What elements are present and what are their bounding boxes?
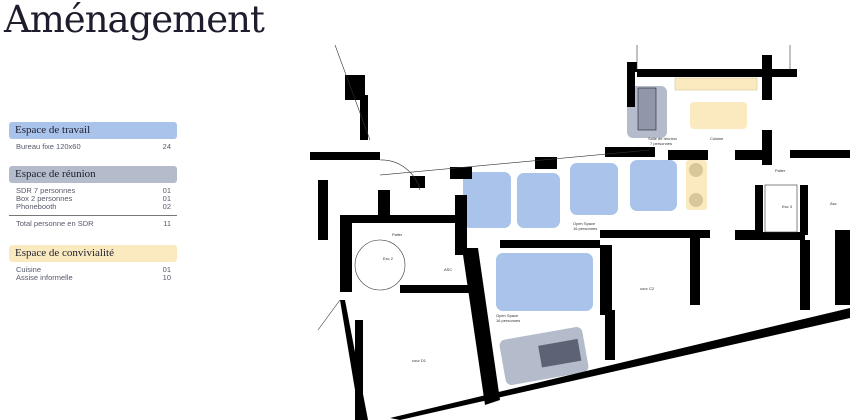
legend-header-travail: Espace de travail bbox=[9, 122, 177, 139]
legend-espace-convivialite: Espace de convivialité Cuisine 01 Assise … bbox=[9, 245, 177, 282]
zones bbox=[463, 77, 758, 385]
workspace-zone bbox=[630, 160, 677, 211]
legend-row: Cuisine 01 bbox=[9, 266, 177, 274]
legend-header-convivialite: Espace de convivialité bbox=[9, 245, 177, 262]
label-open-space-1-sub: 16 personnes bbox=[573, 226, 597, 231]
legend-row-label: Phonebooth bbox=[16, 202, 57, 211]
legend-row-value: 01 bbox=[162, 265, 171, 274]
label-asc-right: Asc bbox=[830, 201, 837, 206]
kitchen-tables bbox=[690, 102, 747, 129]
workspace-zone bbox=[517, 173, 560, 228]
workspace-zone bbox=[570, 163, 618, 215]
legend-row-value: 01 bbox=[162, 186, 171, 195]
thin-walls bbox=[317, 44, 798, 331]
legend-row: Bureau fixe 120x60 24 bbox=[9, 143, 177, 151]
label-sdr: Salle de réunion bbox=[648, 136, 677, 141]
legend-row: Box 2 personnes 01 bbox=[9, 195, 177, 203]
label-open-space-2-sub: 16 personnes bbox=[496, 318, 520, 323]
legend-row-label: SDR 7 personnes bbox=[16, 186, 76, 195]
legend-row: SDR 7 personnes 01 bbox=[9, 187, 177, 195]
legend-row-label: Assise informelle bbox=[16, 273, 73, 282]
label-open-space-2: Open Space bbox=[496, 313, 519, 318]
label-palier-right: Palier bbox=[775, 168, 786, 173]
legend-row-value: 02 bbox=[162, 202, 171, 211]
legend-espace-reunion: Espace de réunion SDR 7 personnes 01 Box … bbox=[9, 166, 177, 228]
legend-row-label: Bureau fixe 120x60 bbox=[16, 142, 81, 151]
label-open-space-1: Open Space bbox=[573, 221, 596, 226]
legend-row-value: 10 bbox=[162, 273, 171, 282]
label-sdr-sub: 7 personnes bbox=[650, 141, 672, 146]
kitchen-counter bbox=[674, 77, 758, 91]
label-cour-d1: cour D1 bbox=[412, 358, 427, 363]
legend-row: Phonebooth 02 bbox=[9, 203, 177, 211]
legend-espace-travail: Espace de travail Bureau fixe 120x60 24 bbox=[9, 122, 177, 151]
legend-row-value: 24 bbox=[162, 142, 171, 151]
label-cour-c2: cour C2 bbox=[640, 286, 655, 291]
legend-row: Assise informelle 10 bbox=[9, 274, 177, 282]
legend-header-reunion: Espace de réunion bbox=[9, 166, 177, 183]
label-palier-left: Palier bbox=[392, 232, 403, 237]
legend-row-value: 01 bbox=[162, 194, 171, 203]
label-esc3: Esc 3 bbox=[782, 204, 793, 209]
workspace-zone bbox=[496, 253, 593, 311]
legend-divider bbox=[9, 215, 177, 216]
legend-total-label: Total personne en SDR bbox=[16, 219, 94, 228]
workspace-zone bbox=[463, 172, 511, 228]
legend-row-label: Box 2 personnes bbox=[16, 194, 73, 203]
label-cuisine: Cuisine bbox=[710, 136, 724, 141]
legend-total-value: 11 bbox=[163, 219, 171, 228]
lounge-furniture bbox=[538, 338, 582, 368]
round-table bbox=[689, 163, 703, 177]
label-asc-left: ASC bbox=[444, 267, 452, 272]
page-title: Aménagement bbox=[4, 0, 265, 41]
meeting-table bbox=[637, 87, 657, 131]
label-esc2: Esc 2 bbox=[383, 256, 394, 261]
legend-row-label: Cuisine bbox=[16, 265, 42, 274]
legend-total-row: Total personne en SDR 11 bbox=[9, 220, 177, 228]
round-table bbox=[689, 193, 703, 207]
